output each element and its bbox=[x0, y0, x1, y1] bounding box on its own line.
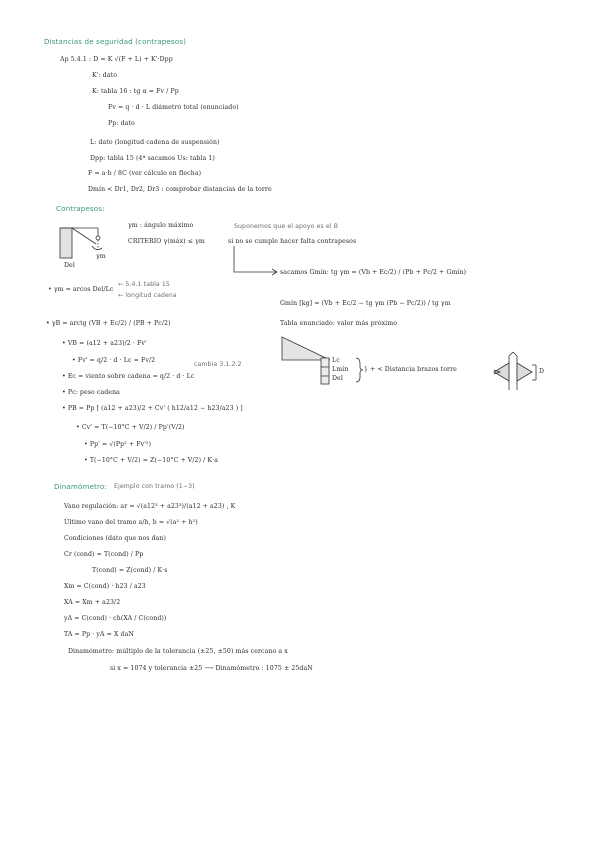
line-pp: Pp: dato bbox=[108, 120, 135, 127]
note-tabla-15: ← 5.4.1 tabla 15 bbox=[118, 281, 170, 288]
distancia-brazos-torre: } + < Distancia brazos torre bbox=[364, 366, 457, 373]
condiciones: Condiciones (dato que nos dan) bbox=[64, 535, 167, 542]
formula-pb: • PB = Pp [ (a12 + a23)/2 + Cv' ( h12/a1… bbox=[62, 405, 243, 412]
formula-t-cond: T(cond) = Z(cond) / K·s bbox=[92, 567, 168, 574]
line-k-table: K: tabla 16 : tg α = Fv / Pp bbox=[92, 88, 179, 95]
formula-cr: Cr (cond) = T(cond) / Pp bbox=[64, 551, 144, 558]
formula-pc: • Pc: peso cadena bbox=[62, 389, 120, 396]
line-k-prime: K': dato bbox=[92, 72, 118, 79]
dinamometro-example: si x = 1074 y tolerancia ±25 ⟶ Dinamómet… bbox=[110, 665, 313, 672]
note-longitud-cadena: ← longitud cadena bbox=[118, 292, 177, 299]
fig2-label-lmin: Lmín bbox=[332, 366, 349, 373]
line-dmin: Dmín < Dr1, Dr2, Dr3 : comprobar distanc… bbox=[88, 186, 272, 193]
gamma-definition: γm : ángulo máximo bbox=[128, 222, 194, 229]
formula-ec: • Ec = viento sobre cadena = q/2 · d · L… bbox=[62, 373, 195, 380]
formula-cv-prime: • Cv' = T(−10°C + V/2) / Pp'(V/2) bbox=[76, 424, 185, 431]
ultimo-vano: Último vano del tramo a/h, b = √(a² + h²… bbox=[64, 519, 198, 526]
formula-xm: Xm = C(cond) · h23 / a23 bbox=[64, 583, 146, 590]
fig-label-gamma: γm bbox=[96, 253, 106, 260]
formula-distance-d: Ap 5.4.1 : D = K √(F + L) + K'·Dpp bbox=[60, 56, 173, 63]
formula-gmin: Gmín [kg] = (Vb + Ec/2 − tg γm (Pb − Pc/… bbox=[280, 300, 451, 307]
line-f: F = a·b / 8C (ver cálculo en flecha) bbox=[88, 170, 202, 177]
brace bbox=[355, 357, 364, 383]
formula-vb: • VB = (a12 + a23)/2 · Fv' bbox=[62, 340, 147, 347]
fig2-label-d: D bbox=[539, 368, 545, 375]
section-title-distancias: Distancias de seguridad (contrapesos) bbox=[44, 37, 187, 46]
note-cambia: cambia 3.1.2.2 bbox=[194, 361, 242, 368]
formula-fv-prime: • Fv' = q/2 · d · Lc = Fv/2 bbox=[72, 357, 156, 364]
fig2-label-lc: Lc bbox=[332, 357, 340, 364]
tower-bracket-figure bbox=[493, 351, 537, 390]
formula-xa: XA = Xm + a23/2 bbox=[64, 599, 121, 606]
fig2-label-del: Del bbox=[332, 375, 343, 382]
formula-tension: • T(−10°C + V/2) = Z(−10°C + V/2) / K·a bbox=[84, 457, 219, 464]
formula-ya: yA = C(cond) · ch(XA / C(cond)) bbox=[64, 615, 167, 622]
criterio-arrow bbox=[233, 246, 278, 276]
section-title-contrapesos: Contrapesos: bbox=[56, 204, 105, 213]
formula-ta: TA = Pp · yA = X daN bbox=[64, 631, 134, 638]
line-dpp: Dpp: tabla 15 (4ª sacamos Us: tabla 1) bbox=[90, 155, 215, 162]
line-fv: Fv = q · d · L diámetro total (enunciado… bbox=[108, 104, 239, 111]
formula-pp-prime: • Pp' = √(Pp² + Fv'²) bbox=[84, 441, 152, 448]
tabla-enunciado: Tabla enunciado: valor más próximo bbox=[280, 320, 398, 327]
section-subtitle-ejemplo: Ejemplo con tramo (1−3) bbox=[114, 483, 195, 490]
vano-regulacion: Vano regulación: ar = √(a12³ + a23³)/(a1… bbox=[64, 503, 236, 510]
note-contrapesos: si no se cumple hacer falta contrapesos bbox=[228, 238, 357, 245]
formula-sacamos-gmin: sacamos Gmín: tg γm = (Vb + Ec/2) / (Pb … bbox=[280, 269, 467, 276]
criterio: CRITERIO γ(máx) ≤ γm bbox=[128, 238, 205, 245]
dinamometro-definition: Dinamómetro: múltiplo de la tolerancia (… bbox=[68, 648, 288, 655]
note-apoyo-b: Suponemos que el apoyo es el B bbox=[234, 223, 339, 230]
line-l: L: dato (longitud cadena de suspensión) bbox=[90, 139, 220, 146]
fig-label-del: Del bbox=[64, 262, 75, 269]
section-title-dinamometro: Dinamómetro: bbox=[54, 482, 107, 491]
formula-gamma-m: • γm = arcos Del/Lc bbox=[48, 286, 114, 293]
contrapeso-tower-sketch bbox=[59, 227, 103, 259]
triangle-figure bbox=[281, 336, 331, 385]
formula-gamma-b: • γB = arctg (VB + Ec/2) / (PB + Pc/2) bbox=[46, 320, 171, 327]
